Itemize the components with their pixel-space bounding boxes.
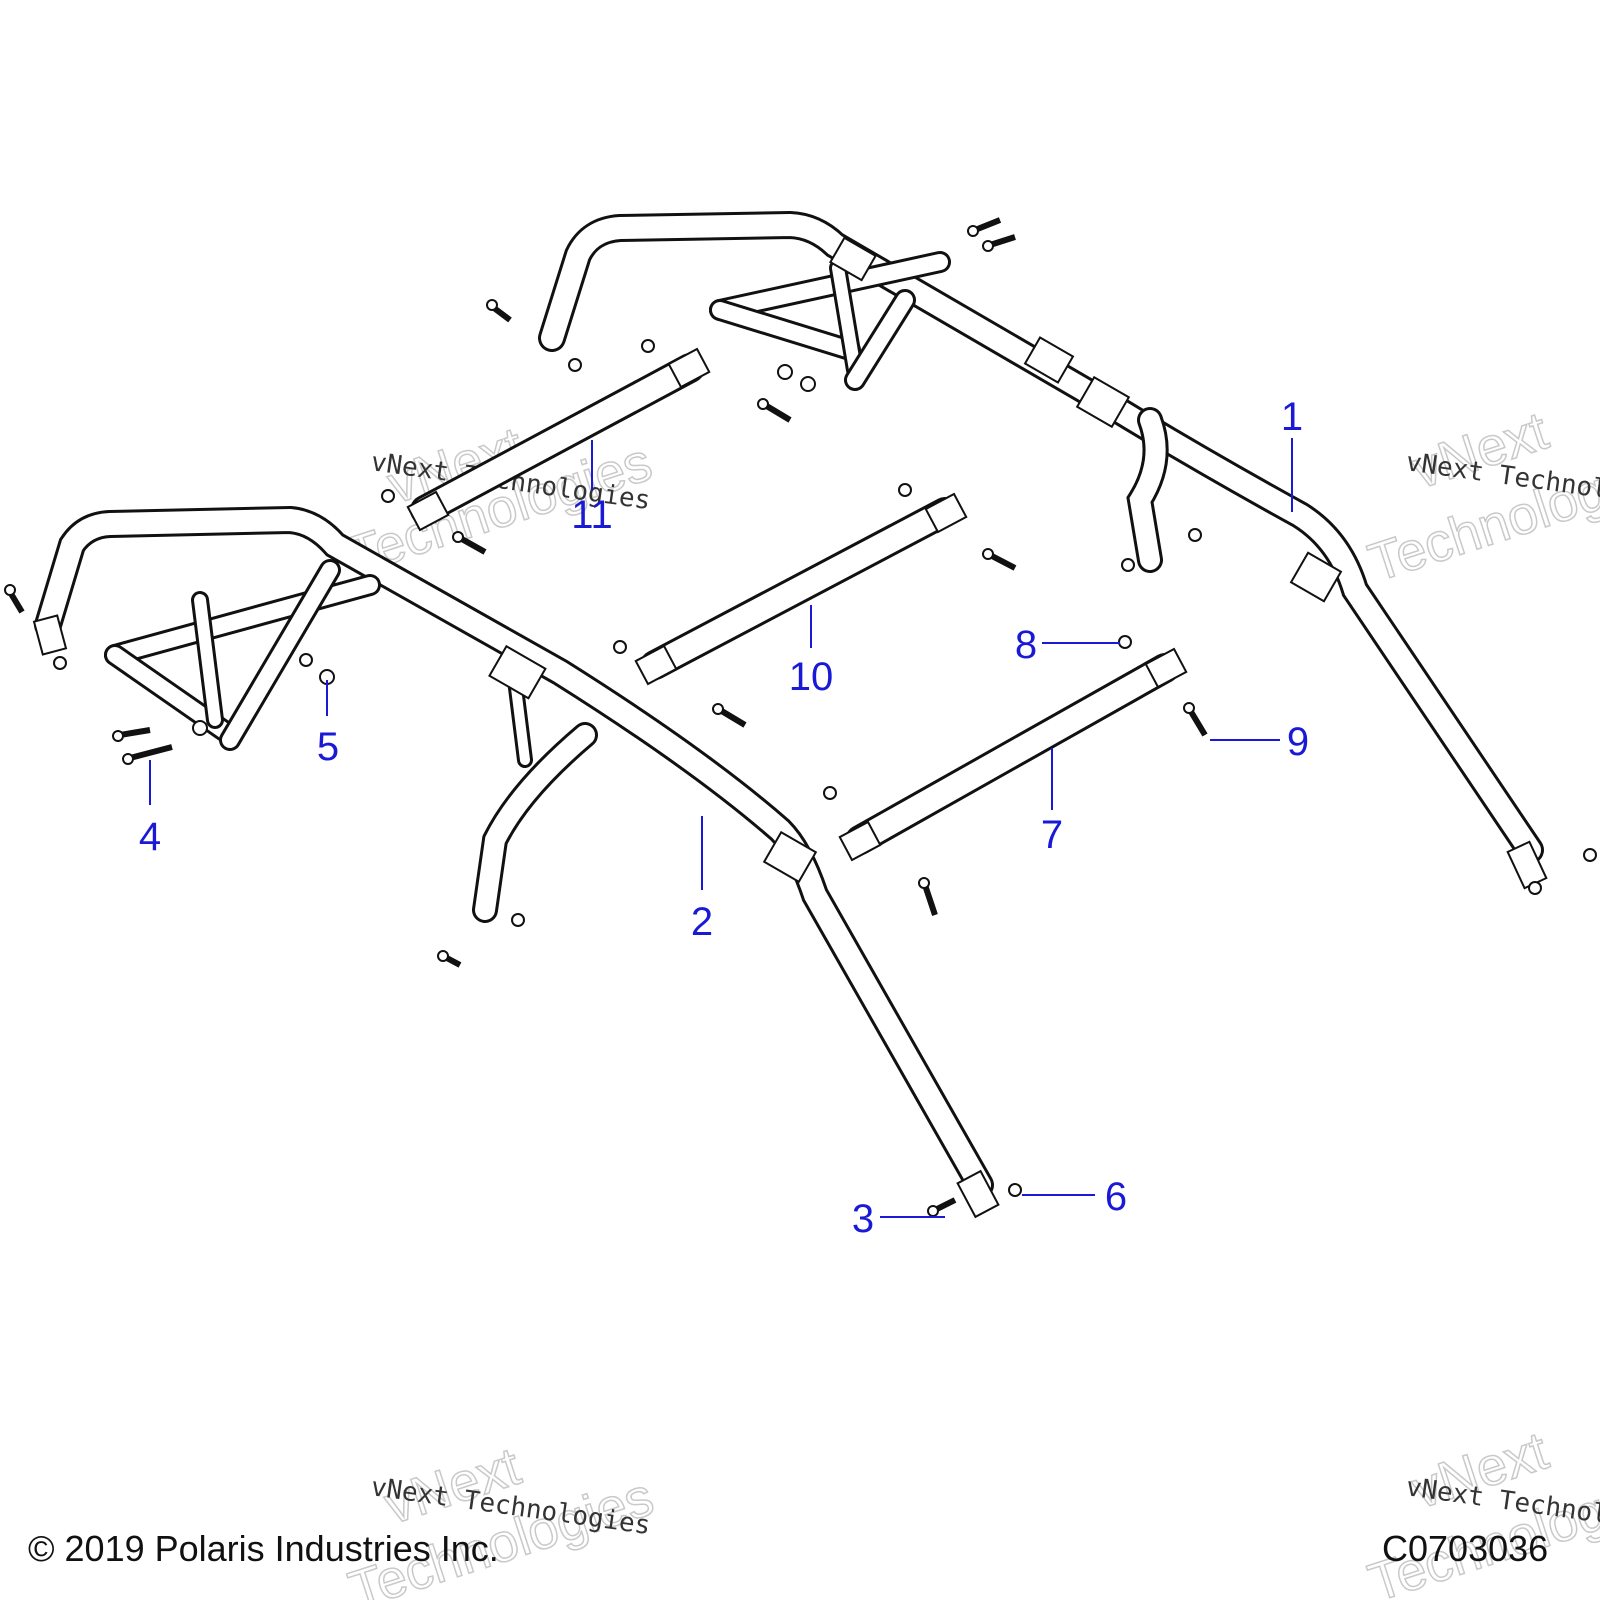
cross-bar-10 (634, 492, 968, 686)
callout-6: 6 (1105, 1175, 1127, 1219)
callout-7: 7 (1041, 813, 1063, 857)
front-roll-cage-tube (32, 505, 1000, 1219)
callout-3: 3 (852, 1197, 874, 1241)
callout-5: 5 (317, 725, 339, 769)
cross-bar-11 (406, 347, 711, 532)
rear-roll-cage-tube (538, 210, 1548, 890)
diagram-code: C0703036 (1382, 1528, 1549, 1569)
callout-9: 9 (1287, 720, 1309, 764)
fasteners (4, 217, 1597, 1217)
callout-1: 1 (1281, 395, 1303, 439)
callout-11: 11 (571, 493, 613, 537)
copyright-notice: © 2019 Polaris Industries Inc. (28, 1528, 499, 1569)
cross-bar-7 (838, 647, 1188, 862)
callout-labels: 1 2 3 4 5 6 7 8 9 10 11 (139, 395, 1309, 1241)
callout-2: 2 (691, 900, 713, 944)
callout-10: 10 (789, 655, 834, 699)
callout-leaders (149, 438, 1293, 1218)
callout-4: 4 (139, 815, 161, 859)
callout-8: 8 (1015, 623, 1037, 667)
